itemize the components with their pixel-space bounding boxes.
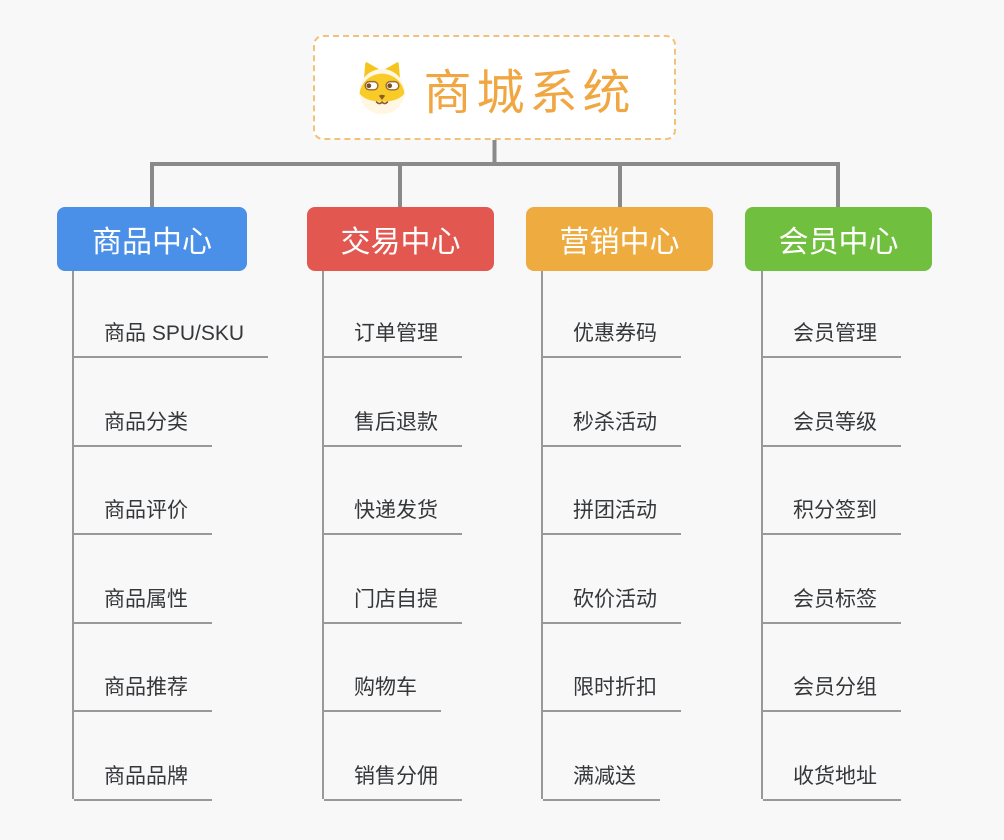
branch-label: 会员中心 xyxy=(778,226,899,259)
branch-header-marketing-center[interactable]: 营销中心 xyxy=(526,207,713,271)
branch-column-marketing: 优惠券码 秒杀活动 拼团活动 砍价活动 限时折扣 满减送 xyxy=(541,271,783,801)
branch-item[interactable]: 积分签到 xyxy=(763,491,901,535)
branch-item[interactable]: 订单管理 xyxy=(324,314,462,358)
branch-item[interactable]: 快递发货 xyxy=(324,491,462,535)
branch-item[interactable]: 限时折扣 xyxy=(543,668,681,712)
branch-item[interactable]: 商品属性 xyxy=(74,580,212,624)
branch-item[interactable]: 会员分组 xyxy=(763,668,901,712)
branch-column-member: 会员管理 会员等级 积分签到 会员标签 会员分组 收货地址 xyxy=(761,271,1003,801)
branch-item[interactable]: 拼团活动 xyxy=(543,491,681,535)
shiba-dog-icon xyxy=(359,61,406,114)
branch-item[interactable]: 销售分佣 xyxy=(324,757,462,801)
branch-item[interactable]: 商品推荐 xyxy=(74,668,212,712)
branch-item[interactable]: 售后退款 xyxy=(324,403,462,447)
branch-item[interactable]: 优惠券码 xyxy=(543,314,681,358)
branch-item[interactable]: 会员等级 xyxy=(763,403,901,447)
branch-item[interactable]: 商品品牌 xyxy=(74,757,212,801)
branch-column-trade: 订单管理 售后退款 快递发货 门店自提 购物车 销售分佣 xyxy=(322,271,564,801)
branch-item[interactable]: 砍价活动 xyxy=(543,580,681,624)
branch-item[interactable]: 商品 SPU/SKU xyxy=(74,314,269,358)
branch-label: 交易中心 xyxy=(340,226,461,259)
root-title: 商城系统 xyxy=(423,66,636,120)
branch-header-trade-center[interactable]: 交易中心 xyxy=(307,207,494,271)
branch-header-member-center[interactable]: 会员中心 xyxy=(745,207,932,271)
branch-item[interactable]: 购物车 xyxy=(324,668,441,712)
branch-label: 营销中心 xyxy=(559,226,680,259)
branch-item[interactable]: 商品分类 xyxy=(74,403,212,447)
branch-item[interactable]: 收货地址 xyxy=(763,757,901,801)
branch-item[interactable]: 满减送 xyxy=(543,757,660,801)
branch-item[interactable]: 门店自提 xyxy=(324,580,462,624)
branch-item[interactable]: 秒杀活动 xyxy=(543,403,681,447)
branch-label: 商品中心 xyxy=(92,226,212,259)
branch-column-product: 商品 SPU/SKU 商品分类 商品评价 商品属性 商品推荐 商品品牌 xyxy=(72,271,314,801)
branch-item[interactable]: 商品评价 xyxy=(74,491,212,535)
branch-item[interactable]: 会员管理 xyxy=(763,314,901,358)
branch-item[interactable]: 会员标签 xyxy=(763,580,901,624)
branch-header-product-center[interactable]: 商品中心 xyxy=(57,207,247,271)
root-node[interactable]: 商城系统 xyxy=(313,35,676,140)
